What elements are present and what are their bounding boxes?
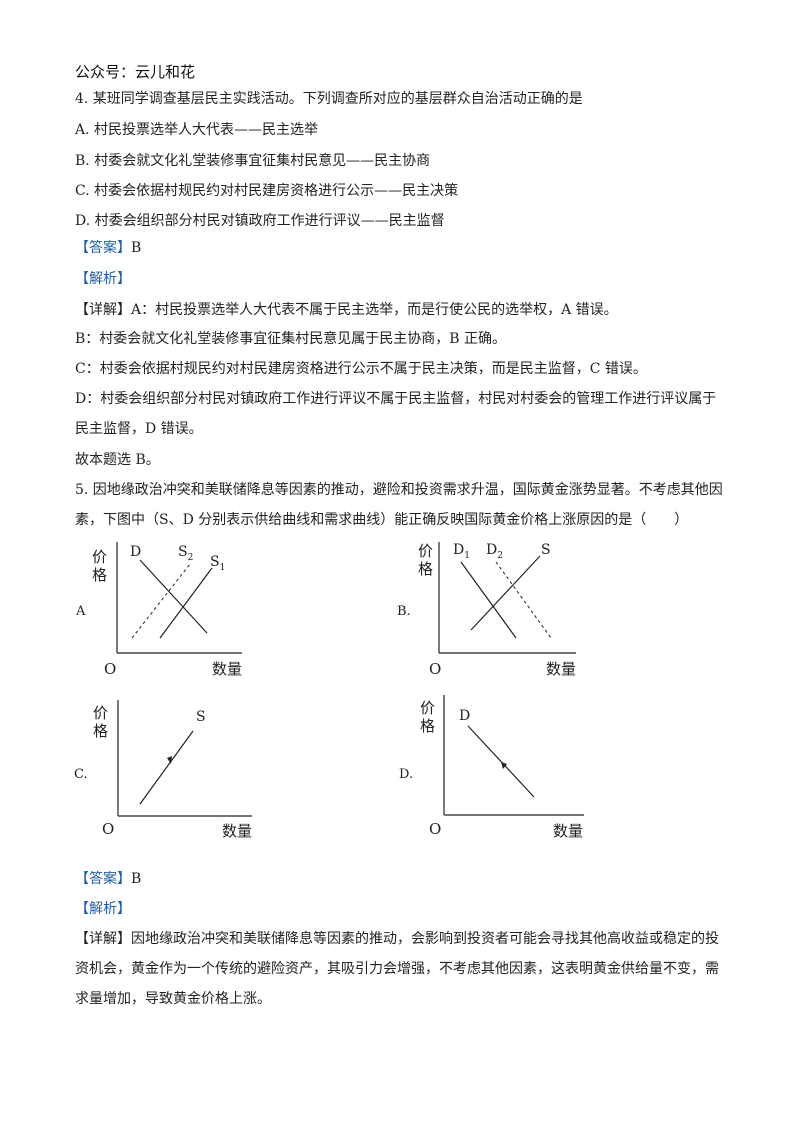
graph-c-option: C. xyxy=(74,767,88,782)
q5-answer: 【答案】B xyxy=(75,869,141,889)
graph-d-demand-curve xyxy=(467,725,535,798)
graph-d-price-2: 格 xyxy=(420,717,435,735)
q4-option-d: D. 村委会组织部分村民对镇政府工作进行评议——民主监督 xyxy=(75,213,445,229)
graph-a-origin: O xyxy=(104,660,116,678)
graph-d: 价 格 D O 数量 xyxy=(420,695,584,840)
graph-c-arrow-icon xyxy=(167,756,172,764)
q5-detail-line3: 求量增加，导致黄金价格上涨。 xyxy=(75,991,271,1007)
answer-value: B xyxy=(131,871,142,887)
graph-b-supply-curve xyxy=(470,555,541,631)
q4-answer: 【答案】B xyxy=(75,238,141,258)
graph-a-supply-s1-curve xyxy=(159,567,213,639)
q4-stem: 4. 某班同学调查基层民主实践活动。下列调查所对应的基层群众自治活动正确的是 xyxy=(75,91,583,107)
graph-d-price-1: 价 xyxy=(420,699,435,717)
graph-d-arrow-icon xyxy=(501,762,507,769)
graph-c-price-2: 格 xyxy=(93,722,108,740)
graph-b-label-s: S xyxy=(541,542,551,558)
graph-b-price-2: 格 xyxy=(418,560,433,578)
graph-b-label-d2: D2 xyxy=(486,542,503,561)
graph-c-label-s: S xyxy=(196,709,206,725)
graph-d-option: D. xyxy=(399,767,414,782)
graph-a-price-2: 格 xyxy=(92,566,107,584)
graph-b-price-1: 价 xyxy=(418,542,433,560)
q5-detail-line1: 【详解】因地缘政治冲突和美联储降息等因素的推动，会影响到投资者可能会寻找其他高收… xyxy=(75,931,719,947)
q4-analysis-tag: 【解析】 xyxy=(75,271,131,287)
q4-detail-c: C：村委会依据村规民约对村民建房资格进行公示不属于民主决策，而是民主监督，C 错… xyxy=(75,361,647,377)
graph-b-demand-d1-curve xyxy=(460,561,517,639)
q4-option-a: A. 村民投票选举人大代表——民主选举 xyxy=(75,122,319,138)
q4-detail-d1: D：村委会组织部分村民对镇政府工作进行评议不属于民主监督，村民对村委会的管理工作… xyxy=(75,391,717,407)
graph-a-label-d: D xyxy=(130,544,141,560)
graph-a-price-1: 价 xyxy=(92,548,107,566)
graph-a: 价 格 D S2 S1 O 数量 xyxy=(92,542,242,678)
page-header: 公众号：云儿和花 xyxy=(75,63,196,81)
graph-a-supply-s2-curve xyxy=(131,563,191,639)
graph-c-price-1: 价 xyxy=(93,704,108,722)
graph-a-quantity: 数量 xyxy=(212,660,242,678)
q5-analysis-tag: 【解析】 xyxy=(75,901,131,917)
q4-option-b: B. 村委会就文化礼堂装修事宜征集村民意见——民主协商 xyxy=(75,153,431,169)
graph-a-demand-curve xyxy=(139,559,208,634)
q4-option-c: C. 村委会依据村规民约对村民建房资格进行公示——民主决策 xyxy=(75,183,459,199)
graph-b-demand-d2-curve xyxy=(495,561,552,639)
graph-b-option: B. xyxy=(397,604,411,619)
graph-c-supply-curve xyxy=(139,730,194,805)
graph-a-label-s1: S1 xyxy=(210,554,225,573)
graph-b-origin: O xyxy=(429,660,441,678)
answer-tag: 【答案】 xyxy=(75,240,131,256)
graph-a-label-s2: S2 xyxy=(178,544,193,563)
q4-conclusion: 故本题选 B。 xyxy=(75,452,160,468)
graph-b: 价 格 D1 D2 S O 数量 xyxy=(418,542,576,678)
q4-detail-d2: 民主监督，D 错误。 xyxy=(75,421,203,437)
graph-c-origin: O xyxy=(102,820,114,838)
graph-b-quantity: 数量 xyxy=(546,660,576,678)
detail-tag: 【详解】 xyxy=(75,302,131,318)
graph-c-quantity: 数量 xyxy=(222,822,252,840)
q5-detail-line2: 资机会，黄金作为一个传统的避险资产，其吸引力会增强，不考虑其他因素，这表明黄金供… xyxy=(75,961,719,977)
graph-c: 价 格 S O 数量 xyxy=(93,700,252,840)
graph-a-option: A xyxy=(76,604,86,619)
q5-stem-line2: 素，下图中（S、D 分别表示供给曲线和需求曲线）能正确反映国际黄金价格上涨原因的… xyxy=(75,512,689,528)
detail-tag: 【详解】 xyxy=(75,931,131,947)
q5-stem-line1: 5. 因地缘政治冲突和美联储降息等因素的推动，避险和投资需求升温，国际黄金涨势显… xyxy=(75,482,723,498)
q4-detail-a: 【详解】A：村民投票选举人大代表不属于民主选举，而是行使公民的选举权，A 错误。 xyxy=(75,302,618,318)
graph-b-label-d1: D1 xyxy=(453,542,470,561)
q4-detail-b: B：村委会就文化礼堂装修事宜征集村民意见属于民主协商，B 正确。 xyxy=(75,331,507,347)
answer-value: B xyxy=(131,240,142,256)
graph-d-origin: O xyxy=(429,820,441,838)
graph-d-label-d: D xyxy=(459,708,470,724)
graph-d-quantity: 数量 xyxy=(553,822,583,840)
answer-tag: 【答案】 xyxy=(75,871,131,887)
